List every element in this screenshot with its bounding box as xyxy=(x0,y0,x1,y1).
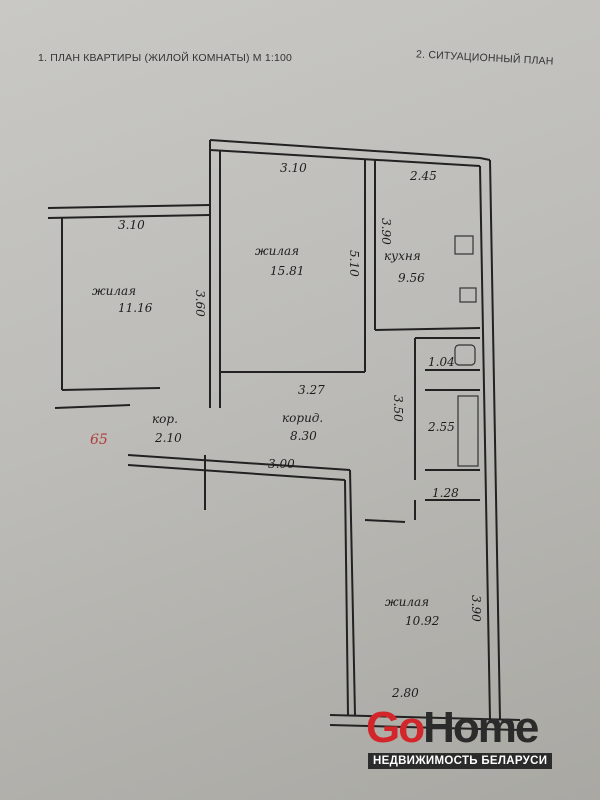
room-area: 2.10 xyxy=(154,431,182,445)
room-area: 1.04 xyxy=(428,355,455,369)
room-area: 1.28 xyxy=(432,486,459,500)
dim-living-top: 3.10 xyxy=(280,161,307,175)
room-area: 8.30 xyxy=(290,429,317,443)
dim-living-side: 5.10 xyxy=(347,250,361,277)
dim-kitchen-side: 3.90 xyxy=(379,218,393,245)
dim-bedroom-side: 3.90 xyxy=(469,595,483,622)
room-name: кор. xyxy=(152,412,178,426)
fixtures xyxy=(454,235,479,467)
dim-corridor-bottom: 3.00 xyxy=(268,457,295,471)
room-name: кухня xyxy=(384,249,421,263)
room-name: корид. xyxy=(282,411,323,425)
dim-left-side: 3.60 xyxy=(193,290,207,317)
dim-kitchen-top: 2.45 xyxy=(409,169,437,183)
room-name: жилая xyxy=(385,595,429,609)
dim-bedroom-bottom: 2.80 xyxy=(391,686,419,700)
sink-icon xyxy=(459,287,477,303)
room-area: 11.16 xyxy=(118,301,153,315)
plan-title: 1. ПЛАН КВАРТИРЫ (ЖИЛОЙ КОМНАТЫ) М 1:100 xyxy=(38,52,293,64)
gohome-logo: GoHome xyxy=(366,703,539,752)
stove-icon xyxy=(454,235,474,255)
room-area: 10.92 xyxy=(405,614,439,628)
walls xyxy=(47,139,521,731)
dim-left-top: 3.10 xyxy=(118,218,145,232)
bathtub-icon xyxy=(457,395,479,467)
room-area: 15.81 xyxy=(270,264,304,278)
room-area: 9.56 xyxy=(398,271,425,285)
dim-living-bottom: 3.27 xyxy=(298,383,325,397)
dim-corridor-side: 3.50 xyxy=(391,395,405,422)
room-name: жилая xyxy=(255,244,299,258)
handwritten-note: 65 xyxy=(90,432,108,448)
room-area: 2.55 xyxy=(427,420,455,434)
room-name: жилая xyxy=(92,284,136,298)
toilet-icon xyxy=(454,344,476,366)
logo-tagline: НЕДВИЖИМОСТЬ БЕЛАРУСИ xyxy=(368,753,553,769)
